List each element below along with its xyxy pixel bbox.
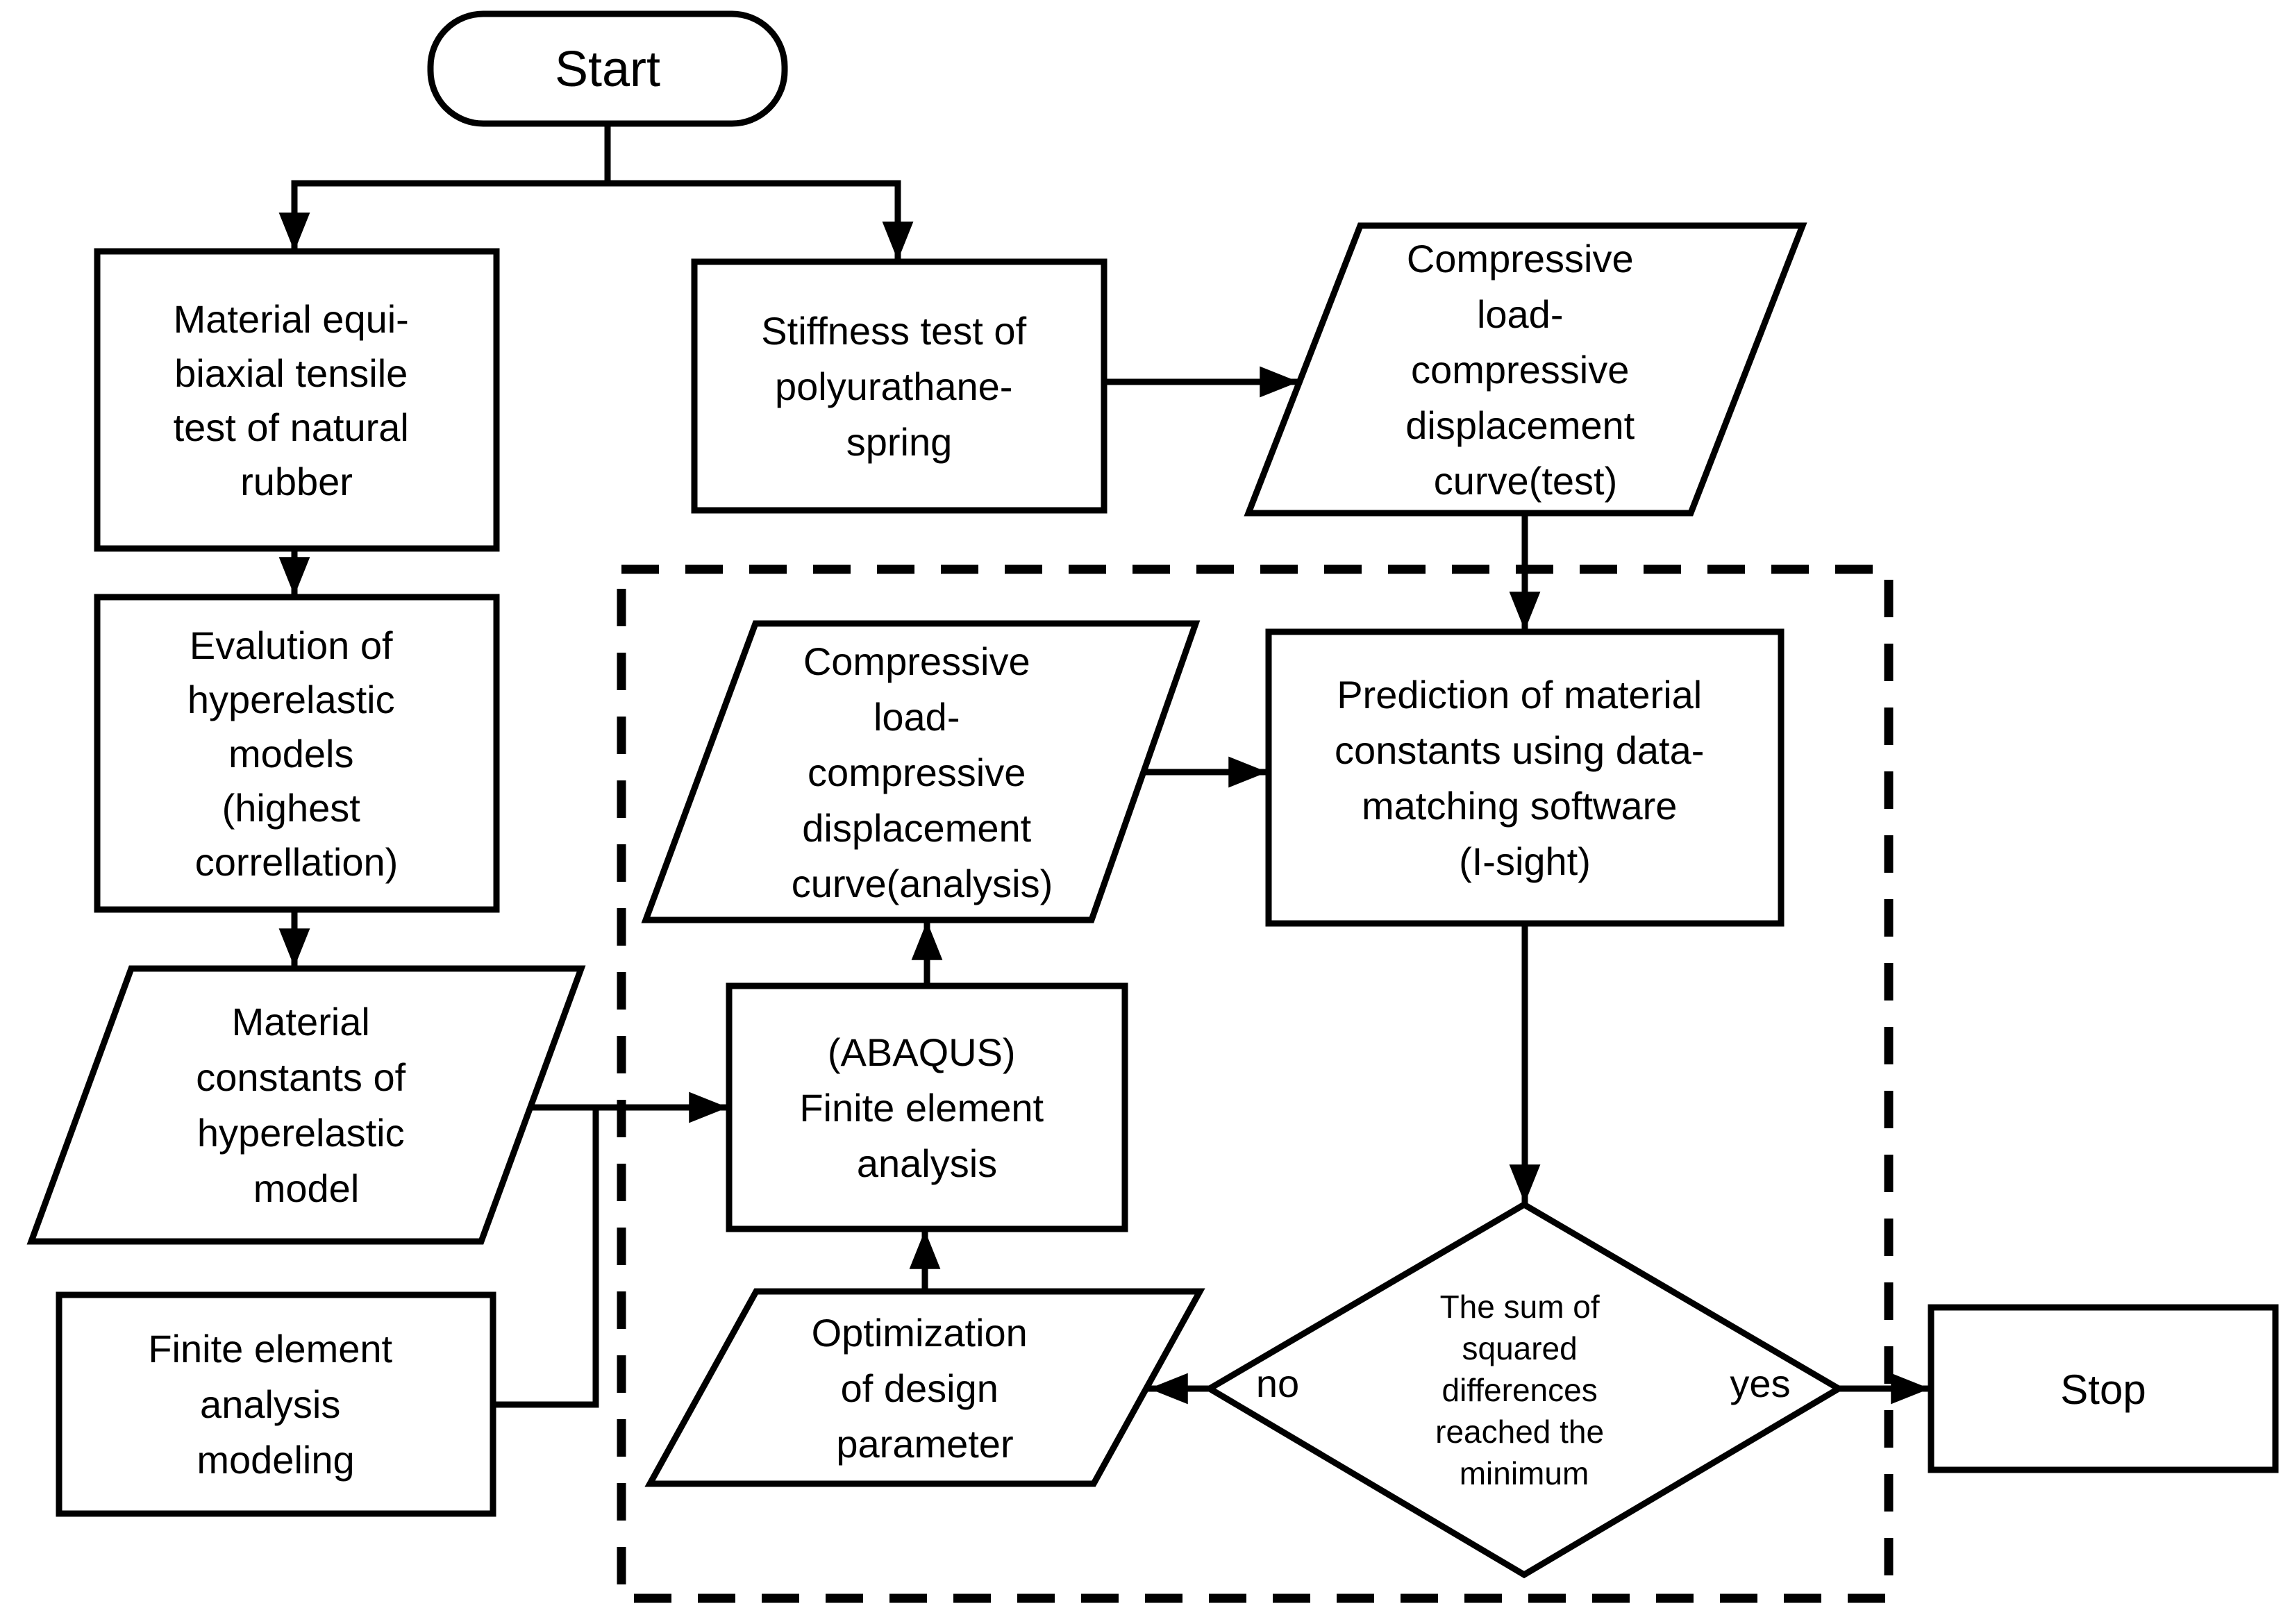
abaqus-label: (ABAQUS) Finite element analysis bbox=[799, 1030, 1054, 1185]
stop-terminator-shape bbox=[1928, 1304, 2279, 1473]
stop-node: Stop bbox=[1928, 1304, 2279, 1473]
connectors bbox=[278, 120, 1932, 1408]
decision-diamond-shape bbox=[1203, 1200, 1845, 1579]
start-terminator-shape bbox=[427, 10, 788, 127]
fea-modeling-shape bbox=[56, 1291, 496, 1517]
decision-node: The sum of squared differences reached t… bbox=[1203, 1200, 1845, 1579]
decision-label: The sum of squared differences reached t… bbox=[1435, 1289, 1613, 1491]
evaluation-shape bbox=[94, 594, 500, 913]
prediction-shape bbox=[1265, 628, 1785, 927]
fea-modeling-label: Finite element analysis modeling bbox=[148, 1327, 403, 1482]
fea-modeling-node: Finite element analysis modeling bbox=[56, 1291, 496, 1517]
optimization-node: Optimization of design parameter bbox=[644, 1288, 1205, 1487]
abaqus-shape bbox=[726, 982, 1128, 1232]
material-test-shape bbox=[94, 248, 500, 552]
evaluation-node: Evalution of hyperelastic models (highes… bbox=[94, 594, 500, 913]
optimization-label: Optimization of design parameter bbox=[812, 1311, 1039, 1466]
stiffness-test-label: Stiffness test of polyurathane- spring bbox=[761, 309, 1037, 464]
curve-test-parallelogram-shape bbox=[1244, 222, 1807, 517]
curve-analysis-node: Compressive load- compressive displaceme… bbox=[641, 620, 1201, 923]
curve-analysis-parallelogram-shape bbox=[641, 620, 1201, 923]
optimization-parallelogram-shape bbox=[644, 1288, 1205, 1487]
material-test-label: Material equi- biaxial tensile test of n… bbox=[174, 297, 420, 503]
start-node: Start bbox=[427, 10, 788, 127]
curve-test-label: Compressive load- compressive displaceme… bbox=[1405, 237, 1646, 503]
stiffness-test-shape bbox=[691, 258, 1108, 514]
material-constants-parallelogram-shape bbox=[26, 965, 586, 1245]
material-constants-label: Material constants of hyperelastic model bbox=[196, 1000, 417, 1210]
curve-test-node: Compressive load- compressive displaceme… bbox=[1244, 222, 1807, 517]
prediction-node: Prediction of material constants using d… bbox=[1265, 628, 1785, 927]
prediction-label: Prediction of material constants using d… bbox=[1335, 673, 1715, 883]
curve-analysis-label: Compressive load- compressive displaceme… bbox=[792, 639, 1053, 905]
stiffness-test-node: Stiffness test of polyurathane- spring bbox=[691, 258, 1108, 514]
abaqus-node: (ABAQUS) Finite element analysis bbox=[726, 982, 1128, 1232]
decision-yes-label: yes bbox=[1730, 1362, 1790, 1405]
material-constants-node: Material constants of hyperelastic model bbox=[26, 965, 586, 1245]
stop-label: Stop bbox=[2060, 1366, 2146, 1413]
decision-no-label: no bbox=[1256, 1362, 1299, 1405]
material-test-node: Material equi- biaxial tensile test of n… bbox=[94, 248, 500, 552]
edge-fea-modeling-junction bbox=[490, 1107, 599, 1408]
start-label: Start bbox=[555, 42, 660, 97]
evaluation-label: Evalution of hyperelastic models (highes… bbox=[187, 623, 406, 884]
